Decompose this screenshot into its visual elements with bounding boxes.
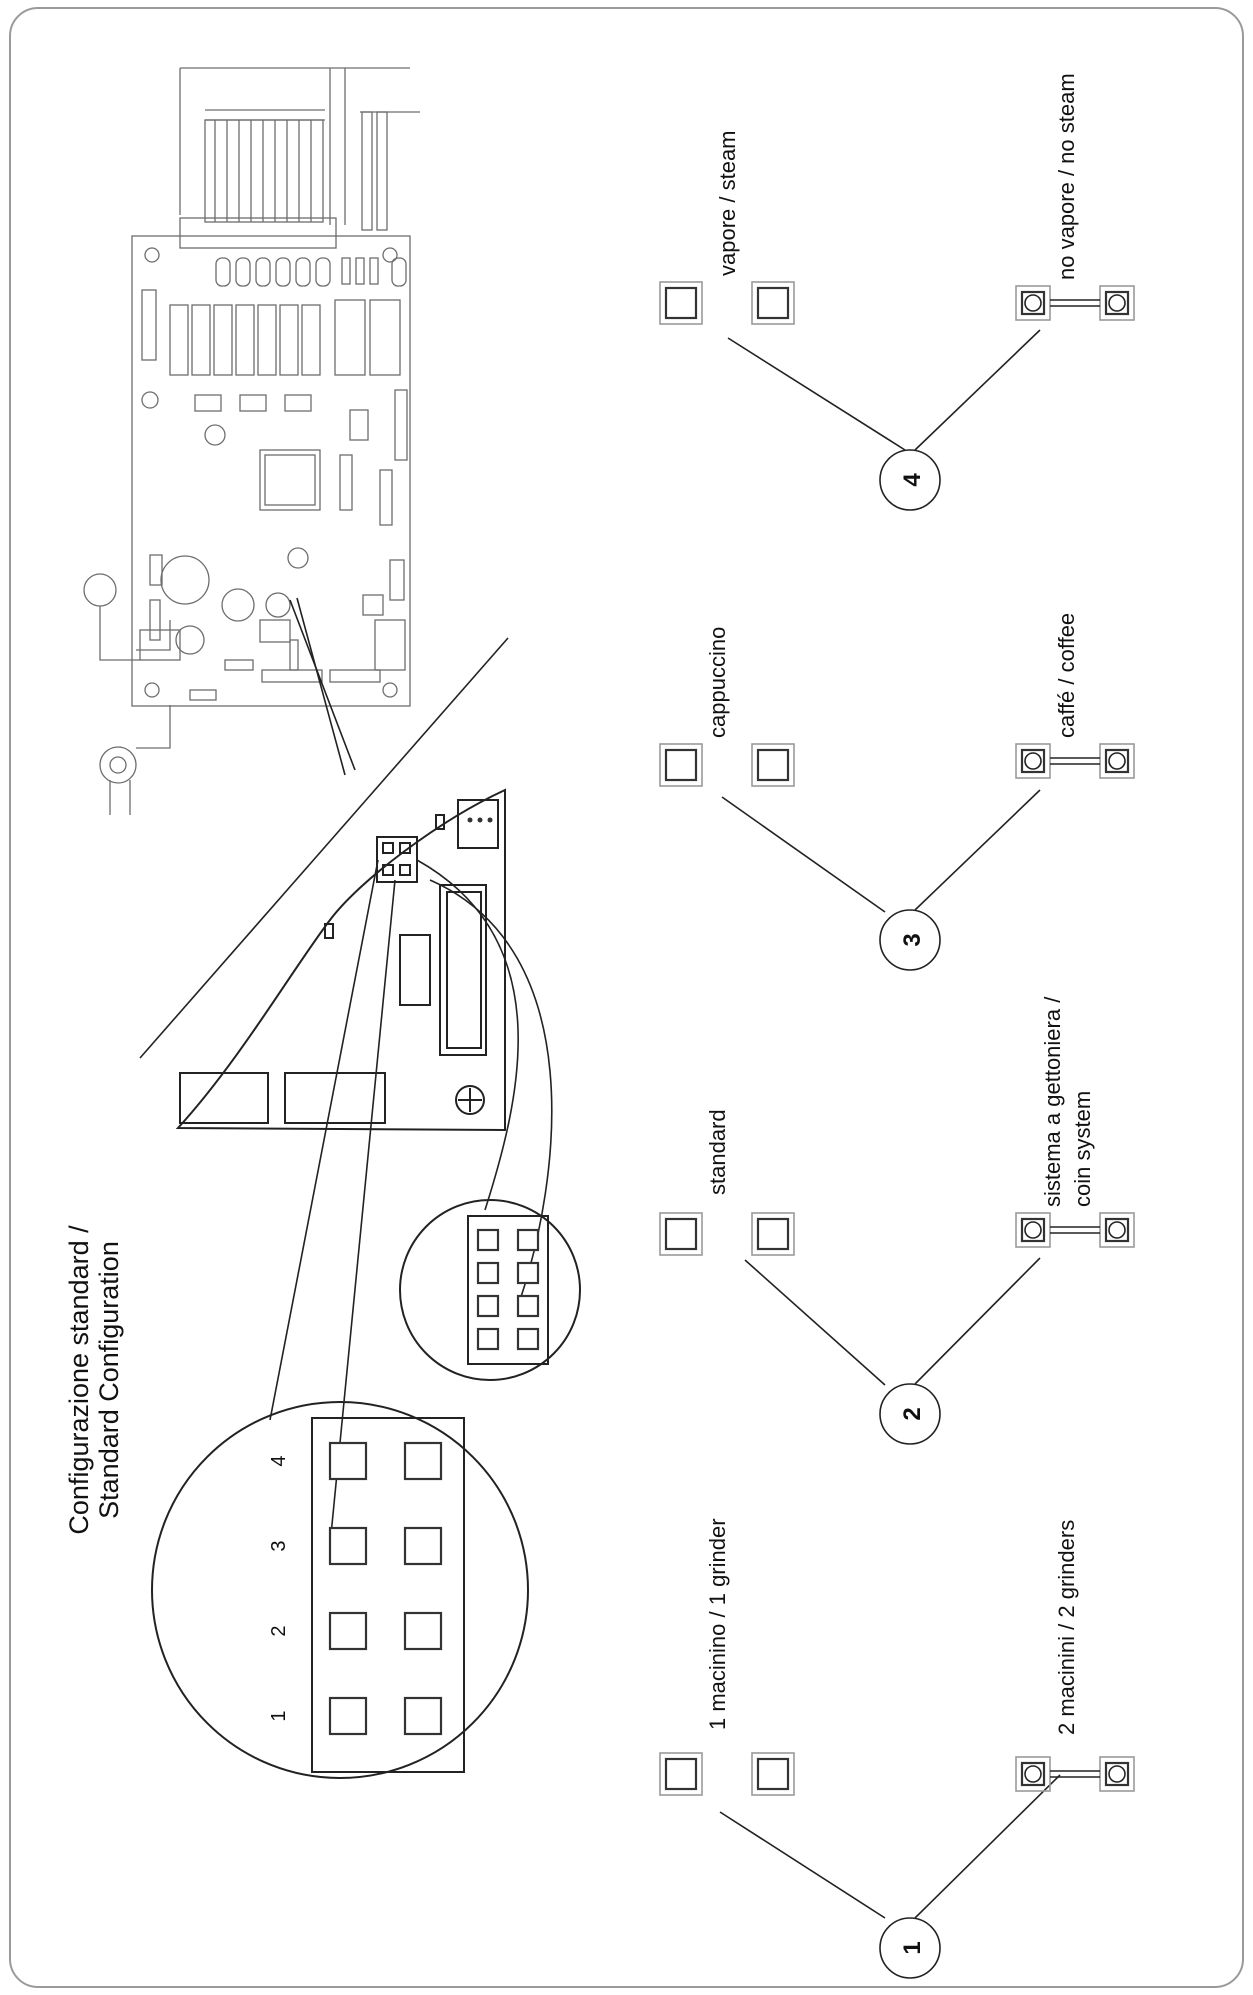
jumper-3: cappuccino 3 caffé / coffee (659, 613, 1135, 971)
title-line-1: Configurazione standard / (64, 1225, 94, 1535)
jumper-zoom-small (399, 1199, 581, 1381)
jumper-4-number: 4 (899, 473, 926, 487)
zoomed-board-corner (175, 788, 506, 1132)
title-line-2: Standard Configuration (94, 1241, 124, 1519)
zoom-jumper-block (376, 836, 418, 883)
jumper-2-open-label: standard (705, 1109, 730, 1195)
zoom-outline (175, 788, 506, 1132)
title-block: Configurazione standard / Standard Confi… (64, 1225, 124, 1535)
page-frame (9, 7, 1244, 1988)
header-number-2: 2 (268, 1625, 290, 1636)
header-number-1: 1 (268, 1710, 290, 1721)
jumper-zoom-large: 4 3 2 1 (151, 1401, 529, 1779)
main-control-board (83, 67, 420, 815)
jumper-4-closed-label: no vapore / no steam (1054, 73, 1079, 280)
header-number-4: 4 (268, 1455, 290, 1466)
jumper-2: standard 2 sistema a gettoniera / coin s… (659, 996, 1135, 1445)
header-number-3: 3 (268, 1540, 290, 1551)
jumper-1-closed-label: 2 macinini / 2 grinders (1054, 1520, 1079, 1735)
jumper-3-open-label: cappuccino (705, 627, 730, 738)
jumper-1-number: 1 (899, 1941, 926, 1954)
jumper-1-open-label: 1 macinino / 1 grinder (705, 1518, 730, 1730)
jumper-2-closed-label-2: coin system (1070, 1091, 1095, 1207)
main-processor (264, 454, 316, 506)
jumper-4-open-label: vapore / steam (715, 130, 740, 276)
jumper-3-closed-label: caffé / coffee (1054, 613, 1079, 738)
jumper-2-number: 2 (899, 1407, 926, 1420)
jumper-2-closed-label: sistema a gettoniera / (1040, 996, 1065, 1207)
board-wires (179, 67, 420, 249)
jumper-3-number: 3 (899, 933, 926, 946)
board-outline (131, 235, 411, 707)
jumper-1: 1 macinino / 1 grinder 1 2 macinini / 2 … (659, 1518, 1135, 1979)
jumper-4: vapore / steam 4 no vapore / no steam (659, 73, 1135, 511)
